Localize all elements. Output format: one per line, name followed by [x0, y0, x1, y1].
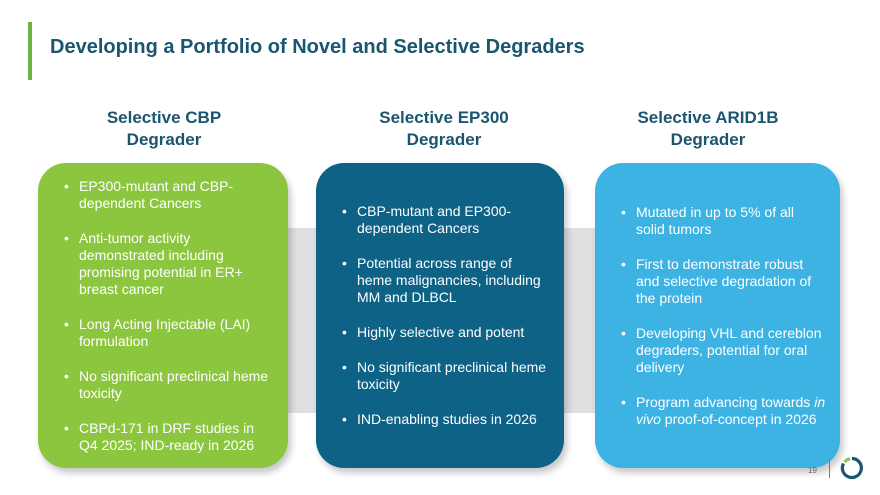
bullet-item: CBPd-171 in DRF studies in Q4 2025; IND-… [64, 420, 274, 454]
bullet-item: IND-enabling studies in 2026 [342, 411, 550, 428]
bullet-text-italic: in vivo [636, 393, 826, 427]
slide-title: Developing a Portfolio of Novel and Sele… [50, 36, 585, 58]
cbp-degrader-title: Selective CBP Degrader [106, 108, 222, 149]
arid1b-degrader-title: Selective ARID1B Degrader [637, 108, 779, 149]
arid1b-bullet-list: Mutated in up to 5% of all solid tumors … [621, 204, 826, 428]
bullet-item: EP300-mutant and CBP-dependent Cancers [64, 178, 274, 212]
bullet-item: First to demonstrate robust and selectiv… [621, 256, 826, 307]
bullet-item: Long Acting Injectable (LAI) formulation [64, 316, 274, 350]
arid1b-degrader-card: Mutated in up to 5% of all solid tumors … [595, 163, 840, 468]
ep300-degrader-card: CBP-mutant and EP300-dependent Cancers P… [316, 163, 564, 468]
bullet-item: Mutated in up to 5% of all solid tumors [621, 204, 826, 238]
ep300-bullet-list: CBP-mutant and EP300-dependent Cancers P… [342, 203, 550, 428]
bullet-text-before: Program advancing towards [636, 393, 815, 410]
footer-divider [829, 459, 830, 478]
bullet-item: No significant preclinical heme toxicity [342, 359, 550, 393]
bullet-item: Anti-tumor activity demonstrated includi… [64, 230, 274, 298]
ring-logo-icon [840, 456, 863, 480]
cbp-degrader-card: EP300-mutant and CBP-dependent Cancers A… [38, 163, 288, 468]
page-number: 19 [808, 466, 817, 475]
bullet-item: Potential across range of heme malignanc… [342, 255, 550, 306]
cbp-bullet-list: EP300-mutant and CBP-dependent Cancers A… [64, 178, 274, 454]
bullet-item: Program advancing towards in vivo proof-… [621, 394, 826, 428]
bullet-item: No significant preclinical heme toxicity [64, 368, 274, 402]
bullet-item: Developing VHL and cereblon degraders, p… [621, 325, 826, 376]
bullet-item: CBP-mutant and EP300-dependent Cancers [342, 203, 550, 237]
bullet-item: Highly selective and potent [342, 324, 550, 341]
bullet-text-after: proof-of-concept in 2026 [660, 410, 817, 427]
ep300-degrader-title: Selective EP300 Degrader [379, 108, 509, 149]
title-accent-bar [28, 22, 32, 80]
